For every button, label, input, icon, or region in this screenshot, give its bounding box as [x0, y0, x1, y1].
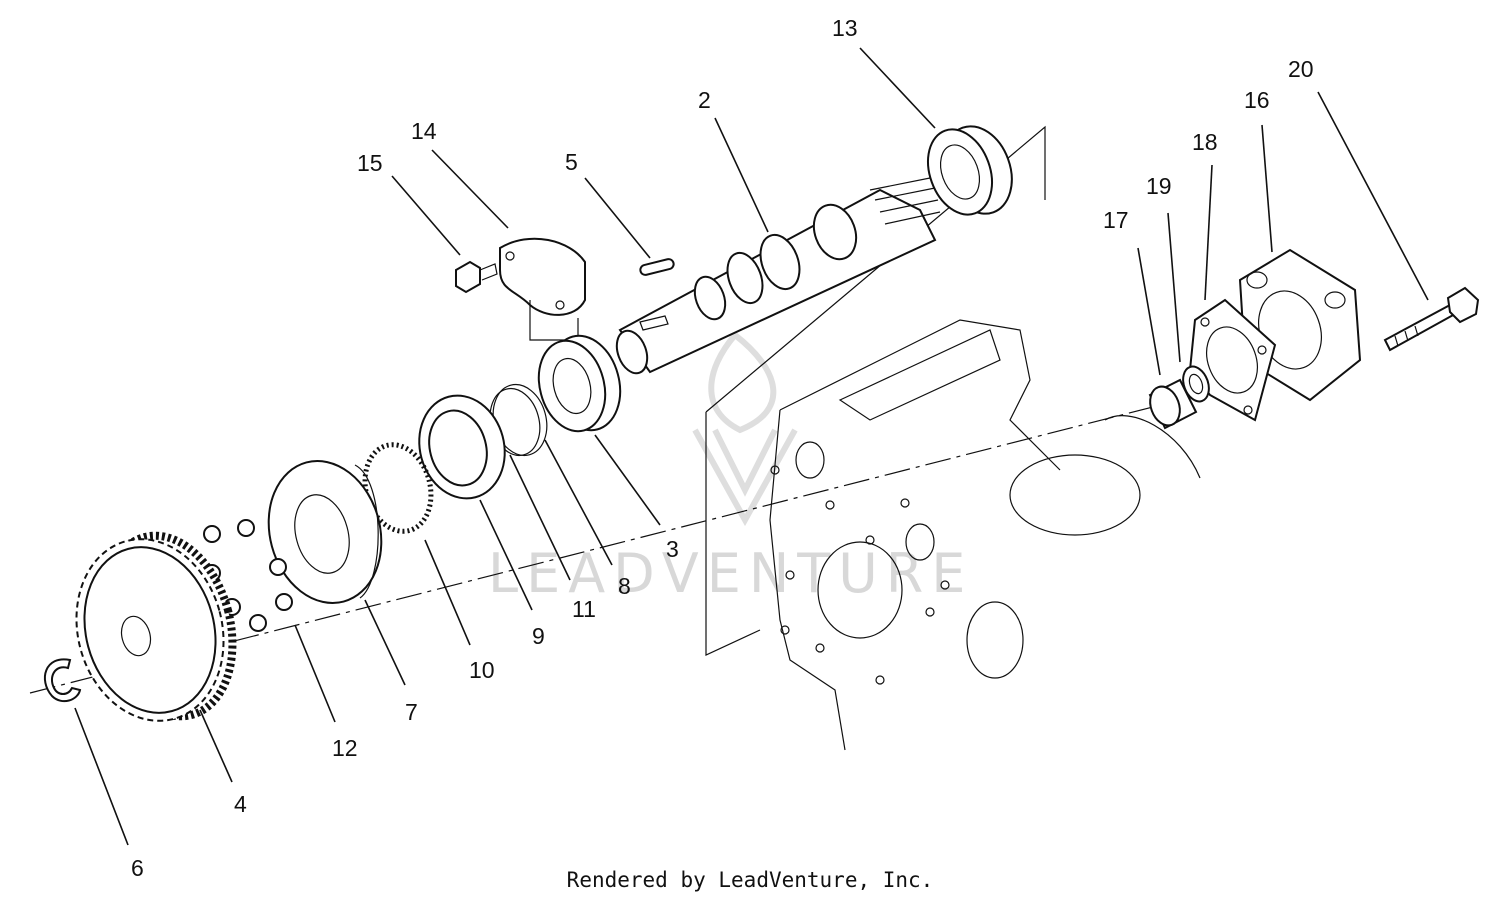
callout-10: 10 — [469, 657, 495, 683]
circlip-6 — [43, 658, 82, 703]
callout-12: 12 — [332, 735, 358, 761]
bushing-17 — [1148, 378, 1198, 430]
callout-7: 7 — [405, 699, 418, 725]
callout-9: 9 — [532, 623, 545, 649]
callout-5: 5 — [565, 149, 578, 175]
callout-4: 4 — [234, 791, 247, 817]
callout-18: 18 — [1192, 129, 1218, 155]
callout-3: 3 — [666, 536, 679, 562]
bearing-3 — [537, 334, 622, 433]
bolt-20 — [1383, 286, 1480, 352]
retainer-plate-14 — [499, 237, 586, 341]
callout-8: 8 — [618, 573, 631, 599]
callout-11: 11 — [572, 596, 596, 622]
callout-17: 17 — [1103, 207, 1129, 233]
callout-labels: 13 2 5 14 15 3 8 11 9 10 7 12 4 6 17 19 … — [131, 15, 1314, 881]
callout-13: 13 — [832, 15, 858, 41]
callout-20: 20 — [1288, 56, 1314, 82]
watermark-text: LEADVENTURE — [488, 542, 973, 605]
gear-4 — [75, 531, 237, 722]
cover-plate-7 — [267, 460, 383, 604]
engine-housing — [705, 125, 1201, 751]
callout-14: 14 — [411, 118, 437, 144]
bearing-13 — [927, 125, 1013, 216]
callout-19: 19 — [1146, 173, 1172, 199]
callout-16: 16 — [1244, 87, 1270, 113]
ball-ring-10 — [362, 442, 434, 534]
callout-2: 2 — [698, 87, 711, 113]
camshaft-2 — [615, 177, 941, 375]
seal-9 — [418, 394, 506, 500]
key-5 — [639, 258, 675, 276]
callout-6: 6 — [131, 855, 144, 881]
bolt-15 — [455, 260, 498, 294]
leader-lines — [74, 47, 1429, 846]
callout-15: 15 — [357, 150, 383, 176]
rendered-by-credit: Rendered by LeadVenture, Inc. — [566, 868, 934, 892]
gasket-18 — [1188, 298, 1277, 422]
